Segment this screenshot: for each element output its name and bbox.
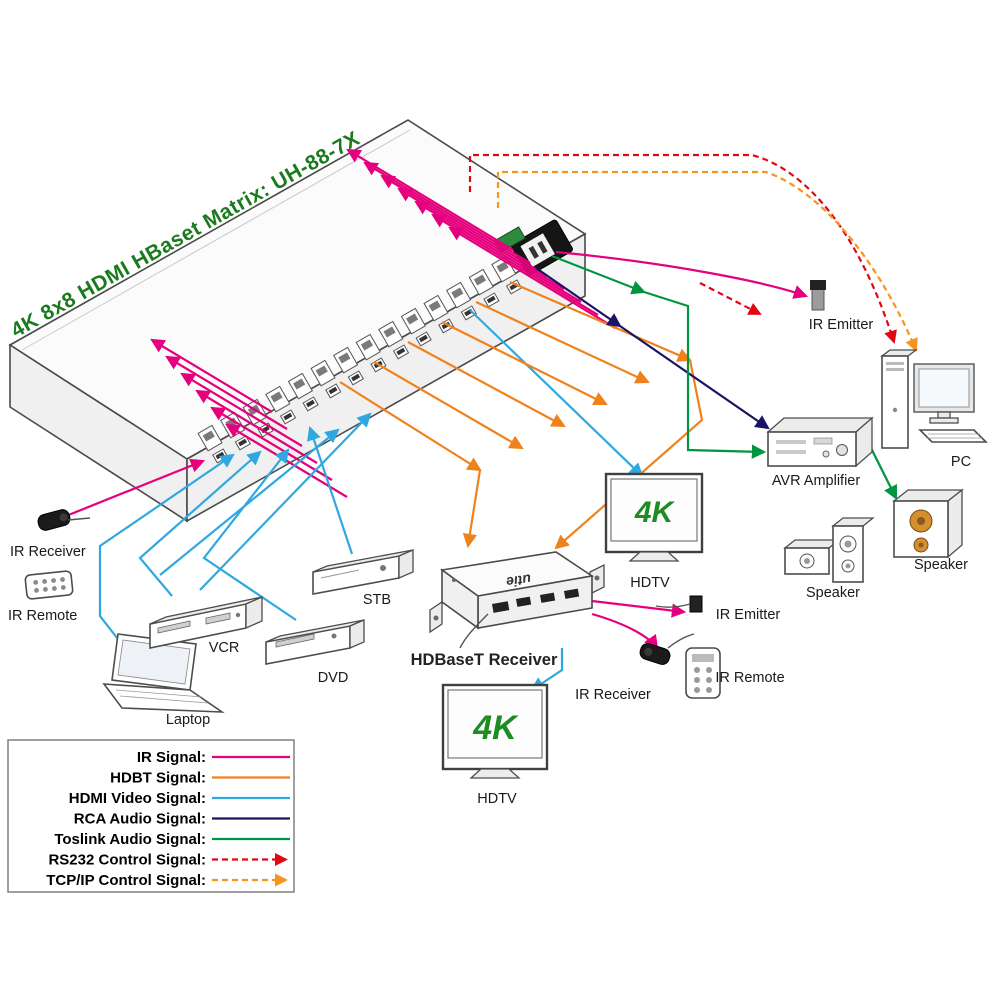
hdbt-signal-line: [509, 280, 692, 362]
tcpip-signal-lines: [496, 170, 918, 352]
legend-row-rca: RCA Audio Signal:: [74, 811, 290, 828]
toslink-signal-lines: [551, 254, 897, 500]
legend-row-hdbt: HDBT Signal:: [110, 770, 290, 787]
legend-row-rs232: RS232 Control Signal:: [48, 852, 288, 869]
avr-amplifier-label: AVR Amplifier: [772, 473, 861, 489]
ir-signal-line: [210, 406, 333, 481]
hdbt-signal-lines: [339, 280, 704, 550]
ir-signal-line: [195, 389, 318, 464]
legend-label: HDBT Signal:: [110, 770, 206, 787]
speaker-right-label: Speaker: [914, 557, 968, 573]
rs232-signal-line: [468, 153, 897, 344]
legend-label: IR Signal:: [137, 749, 206, 766]
laptop-label: Laptop: [166, 712, 210, 728]
ir-receiver-left: [37, 509, 91, 531]
hdbaset-receiver-label: HDBaseT Receiver: [411, 651, 558, 669]
rca-signal-line: [619, 325, 770, 430]
ir-emitter-mid-label: IR Emitter: [716, 607, 781, 623]
hdmi-signal-line: [307, 425, 354, 555]
ir-signal-line: [448, 226, 616, 329]
chassis-seam: [21, 129, 411, 351]
hdmi-signal-line: [98, 453, 235, 653]
legend-label: RCA Audio Signal:: [74, 811, 206, 828]
legend-row-hdmi: HDMI Video Signal:: [69, 790, 290, 807]
legend-row-ir: IR Signal:: [137, 749, 290, 766]
stb-label: STB: [363, 592, 391, 608]
tcpip-signal-line: [496, 170, 918, 352]
hdmi-signal-line: [530, 648, 564, 692]
hdbt-signal-line: [441, 321, 608, 405]
hdbt-signal-line: [339, 381, 482, 472]
dvd: [265, 619, 365, 665]
ir-signal-lines: [65, 148, 809, 650]
ir-signal-line: [65, 458, 205, 518]
rca-signal-line: [535, 267, 622, 328]
legend-row-tcpip: TCP/IP Control Signal:: [46, 872, 288, 889]
pc: [880, 349, 988, 449]
hdtv-right-screen-text: 4K: [634, 496, 676, 529]
hdtv-right-label: HDTV: [630, 575, 670, 591]
ir-remote-left: [24, 570, 74, 600]
ir-receiver-left-label: IR Receiver: [10, 544, 86, 560]
hdmi-signal-line: [202, 448, 297, 621]
legend-label: TCP/IP Control Signal:: [46, 872, 206, 889]
hdtv-right: 4K: [604, 472, 704, 562]
ir-signal-line: [591, 599, 687, 618]
hdbaset-receiver: utie: [429, 551, 605, 649]
vcr: [149, 596, 263, 649]
ir-receiver-bottom: [639, 633, 695, 665]
pc-label: PC: [951, 454, 971, 470]
hdtv-bottom: 4K: [441, 683, 549, 779]
avr-amplifier: [766, 416, 874, 468]
hdbt-signal-line: [407, 341, 566, 428]
stb: [312, 549, 414, 595]
toslink-signal-line: [643, 290, 767, 459]
ir-signal-line: [555, 250, 809, 299]
ir-signal-line: [180, 372, 303, 447]
hdbt-signal-line: [462, 469, 482, 549]
hdtv-bottom-screen-text: 4K: [472, 709, 519, 747]
ir-emitter-top-label: IR Emitter: [809, 317, 874, 333]
toslink-signal-line: [869, 445, 897, 500]
hdmi-signal-line: [469, 309, 644, 478]
ir-remote-right-label: IR Remote: [715, 670, 784, 686]
ir-emitter-top: [810, 280, 826, 311]
speaker-mid: [783, 517, 875, 583]
receiver-brand: utie: [505, 571, 532, 590]
speaker-mid-label: Speaker: [806, 585, 860, 601]
ir-emitter-mid: [655, 595, 703, 613]
ir-receiver-bottom-label: IR Receiver: [575, 687, 651, 703]
toslink-signal-line: [551, 254, 646, 295]
vcr-label: VCR: [209, 640, 240, 656]
hdbt-signal-line: [475, 301, 650, 384]
ir-remote-right: [685, 647, 721, 699]
hdmi-signal-line: [199, 412, 372, 591]
ir-signal-line: [150, 338, 273, 413]
rs232-signal-lines: [468, 153, 897, 344]
hdbt-signal-line: [373, 361, 524, 450]
hdtv-bottom-label: HDTV: [477, 791, 517, 807]
legend-label: HDMI Video Signal:: [69, 790, 206, 807]
hdbt-signal-line: [554, 359, 704, 550]
legend-row-toslink: Toslink Audio Signal:: [54, 831, 290, 848]
legend: IR Signal: HDBT Signal: HDMI Video Signa…: [7, 739, 295, 893]
speaker-right: [892, 488, 964, 559]
rca-signal-lines: [535, 267, 770, 430]
ir-signal-line: [591, 612, 659, 650]
legend-label: Toslink Audio Signal:: [54, 831, 206, 848]
ir-remote-left-label: IR Remote: [8, 608, 77, 624]
hdmi-signal-line: [138, 450, 262, 597]
hdmi-signal-line: [159, 428, 340, 576]
ir-signal-line: [165, 355, 288, 430]
legend-label: RS232 Control Signal:: [48, 852, 206, 869]
dvd-label: DVD: [318, 670, 349, 686]
rs232-signal-line: [699, 282, 762, 315]
legend-box: [7, 739, 295, 893]
hdmi-signal-lines: [98, 309, 644, 692]
